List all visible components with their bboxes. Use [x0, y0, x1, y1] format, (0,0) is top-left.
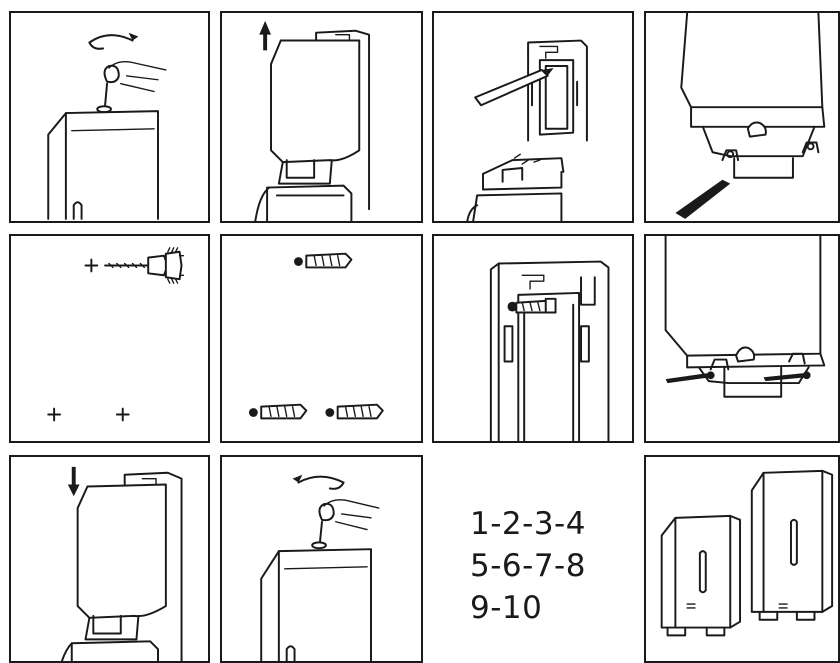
sequence-line-2: 5-6-7-8	[470, 545, 586, 587]
step-1-panel	[9, 11, 210, 223]
sequence-line-1: 1-2-3-4	[470, 503, 586, 545]
step-7-panel	[432, 234, 634, 443]
insert-container-icon	[11, 457, 208, 661]
sequence-line-3: 9-10	[470, 587, 586, 629]
lock-key-icon	[222, 457, 421, 661]
step-3-panel	[432, 11, 634, 223]
step-11-panel	[644, 455, 840, 663]
step-6-panel	[220, 234, 423, 443]
wall-plug-icon	[222, 236, 421, 441]
mark-lower-hole-icon	[646, 13, 838, 221]
step-sequence: 1-2-3-4 5-6-7-8 9-10	[470, 503, 586, 629]
step-8-panel	[644, 234, 840, 443]
dispenser-models-icon	[646, 457, 838, 661]
step-4-panel	[644, 11, 840, 223]
unlock-key-icon	[11, 13, 208, 221]
step-10-panel	[220, 455, 423, 663]
screw-lower-tab-icon	[646, 236, 838, 441]
step-5-panel	[9, 234, 210, 443]
step-9-panel	[9, 455, 210, 663]
screw-backplate-icon	[434, 236, 632, 441]
drill-icon	[11, 236, 208, 441]
step-2-panel	[220, 11, 423, 223]
mark-hole-icon	[434, 13, 632, 221]
lift-container-icon	[222, 13, 421, 221]
